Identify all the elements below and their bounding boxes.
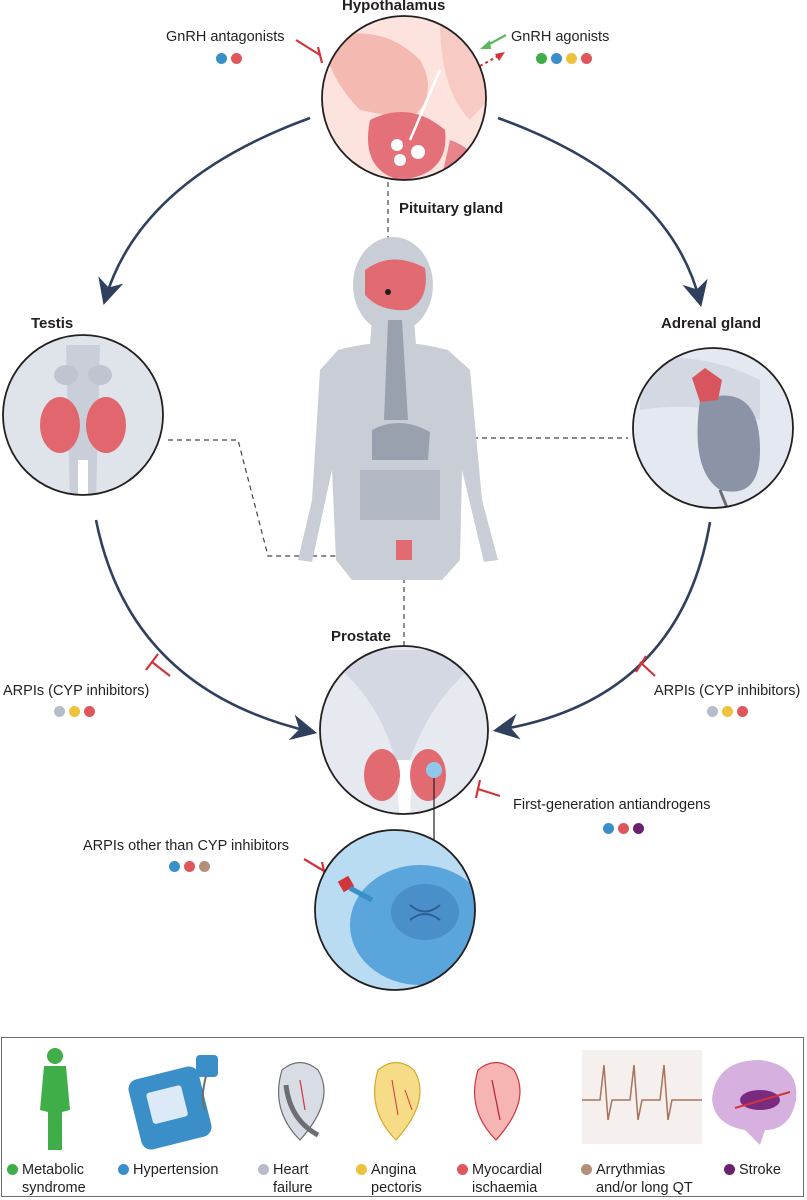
blood-pressure-monitor-icon [128, 1055, 218, 1150]
testis-illustration [2, 334, 164, 496]
body-silhouette-icon [40, 1048, 70, 1150]
gnrh-agonists-dots [536, 53, 592, 64]
arrow-testis-to-prostate [94, 519, 318, 740]
legend-dot [258, 1164, 269, 1175]
legend-dot [581, 1164, 592, 1175]
hypothalamus-label: Hypothalamus [342, 0, 446, 14]
brain-stroke-icon [712, 1060, 797, 1145]
heart-angina-icon [374, 1061, 421, 1141]
heart-catheter-icon [278, 1061, 325, 1141]
legend-dot [724, 1164, 735, 1175]
arpi-other-label: ARPIs other than CYP inhibitors [83, 838, 290, 854]
legend-panel [1, 1037, 804, 1197]
arpi-cyp-left-label: ARPIs (CYP inhibitors) [3, 683, 150, 699]
adrenal-label: Adrenal gland [661, 315, 762, 332]
arpi-cyp-left-dots [54, 706, 95, 717]
legend-dot [118, 1164, 129, 1175]
gnrh-antagonists-label: GnRH antagonists [166, 29, 285, 45]
legend-dot [7, 1164, 18, 1175]
gnrh-agonists-label: GnRH agonists [511, 29, 610, 45]
pituitary-label: Pituitary gland [399, 200, 504, 217]
arpi-other-dots [169, 861, 210, 872]
cell-illustration [314, 829, 476, 991]
prostate-illustration [319, 645, 489, 842]
agonist-arrows [479, 34, 507, 67]
arpi-cyp-right-label: ARPIs (CYP inhibitors) [654, 683, 801, 699]
arrow-hyp-to-testis [98, 116, 311, 305]
testis-label: Testis [31, 315, 74, 332]
legend-dot [356, 1164, 367, 1175]
adrenal-illustration [632, 347, 794, 509]
first-gen-label: First-generation antiandrogens [513, 797, 711, 813]
legend-dot [457, 1164, 468, 1175]
hypothalamus-illustration [321, 15, 487, 181]
first-gen-dots [603, 823, 644, 834]
inhibition-marks [145, 39, 656, 881]
arrow-hyp-to-adrenal [497, 116, 708, 308]
ecg-trace-icon [582, 1050, 702, 1144]
heart-ischaemia-icon [474, 1061, 521, 1141]
legend-icons [40, 1048, 797, 1150]
prostate-label: Prostate [331, 628, 392, 645]
human-body-illustration [298, 237, 498, 580]
arpi-cyp-right-dots [707, 706, 748, 717]
gnrh-antagonists-dots [216, 53, 242, 64]
